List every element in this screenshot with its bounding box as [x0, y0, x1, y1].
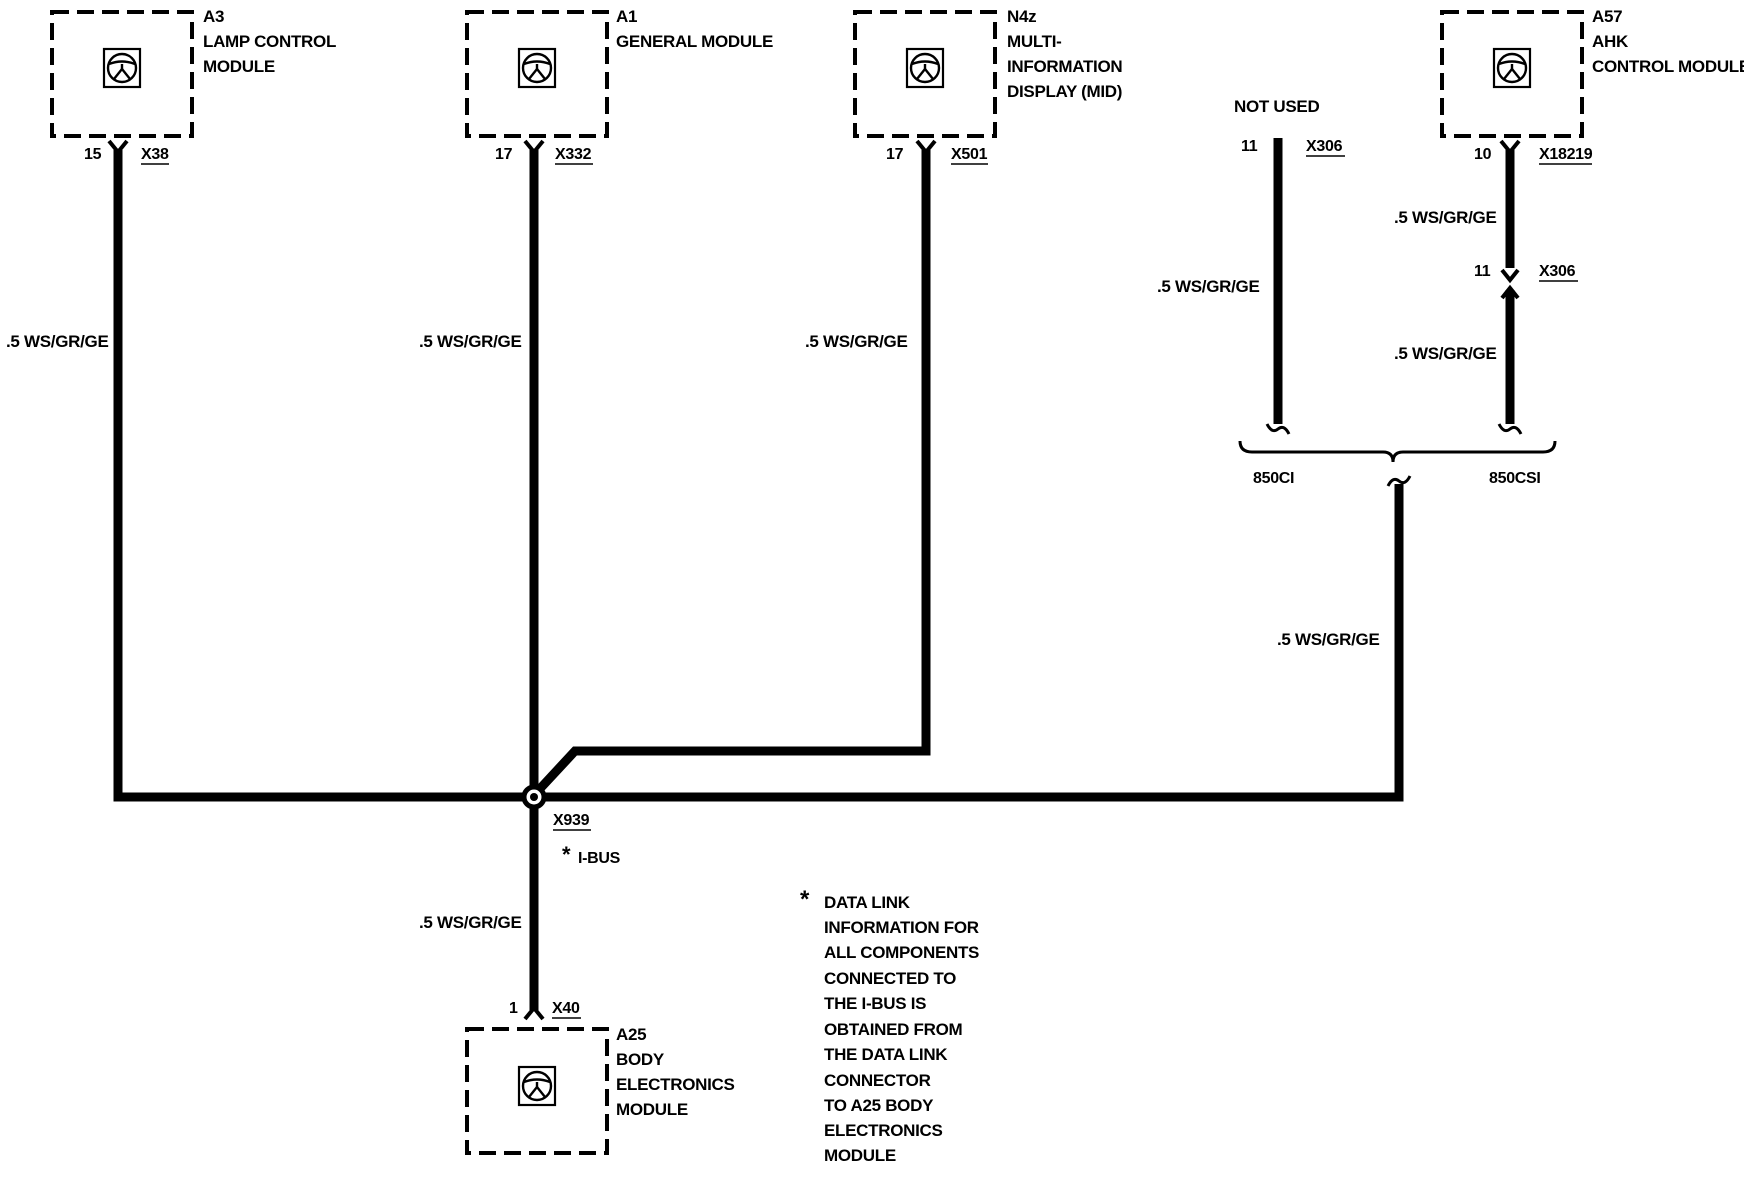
connector-a1: 17 X332 [495, 146, 593, 165]
note-line: MODULE [824, 1146, 896, 1165]
pin-number: 10 [1474, 146, 1492, 163]
module-a25-name-line3: MODULE [616, 1100, 688, 1119]
module-wheel-icon [905, 47, 945, 89]
module-wheel-icon [1492, 47, 1532, 89]
pin-number: 15 [84, 146, 102, 163]
wire-label-a57-lower: .5 WS/GR/GE [1394, 344, 1497, 363]
pin-number: 11 [1474, 263, 1491, 280]
bus-star-icon: * [562, 842, 571, 867]
connector-label: X306 [1539, 263, 1576, 280]
module-n4z-name-line3: DISPLAY (MID) [1007, 82, 1122, 101]
note-line: ALL COMPONENTS [824, 943, 979, 962]
module-a3-name-line1: LAMP CONTROL [203, 32, 336, 51]
wire-trunk-right [534, 475, 1412, 802]
connector-inline-x306: 11 X306 [1474, 263, 1578, 282]
pin-number: 17 [886, 146, 904, 163]
wire-not-used [1265, 138, 1291, 435]
module-a57-id: A57 [1592, 7, 1622, 26]
note-line: CONNECTOR [824, 1071, 931, 1090]
module-n4z-id: N4z [1007, 7, 1036, 26]
module-n4z-box [853, 10, 997, 138]
pin-number: 1 [509, 1000, 518, 1017]
module-a25-box [465, 1027, 609, 1155]
wire-a3 [107, 139, 534, 802]
not-used-label: NOT USED [1234, 97, 1319, 116]
module-a1-box [465, 10, 609, 138]
connector-a25: 1 X40 [509, 1000, 581, 1019]
module-n4z-name-line1: MULTI- [1007, 32, 1062, 51]
connector-label: X40 [552, 1000, 580, 1017]
module-a57-name-line1: AHK [1592, 32, 1629, 51]
connector-label: X306 [1306, 138, 1343, 155]
note-line: TO A25 BODY [824, 1096, 934, 1115]
wire-a1 [523, 139, 545, 797]
module-wheel-icon [517, 1065, 557, 1107]
bus-label: I-BUS [578, 850, 621, 867]
variant-label-850ci: 850CI [1253, 470, 1294, 487]
module-a25: A25 BODY ELECTRONICS MODULE [465, 1025, 735, 1155]
note-line: ELECTRONICS [824, 1121, 943, 1140]
wire-label-a3: .5 WS/GR/GE [6, 332, 109, 351]
connector-label: X501 [951, 146, 988, 163]
note-line: CONNECTED TO [824, 969, 956, 988]
pin-number: 11 [1241, 138, 1258, 155]
connector-not-used: NOT USED 11 X306 [1234, 97, 1345, 157]
module-n4z: N4z MULTI- INFORMATION DISPLAY (MID) [853, 7, 1123, 138]
variant-label-850csi: 850CSI [1489, 470, 1541, 487]
wire-label-n4z: .5 WS/GR/GE [805, 332, 908, 351]
data-link-note: * DATA LINK INFORMATION FOR ALL COMPONEN… [800, 886, 979, 1165]
wire-n4z [532, 139, 937, 797]
note-line: INFORMATION FOR [824, 918, 979, 937]
connector-a57: 10 X18219 [1474, 146, 1593, 165]
splice-x939: X939 * I-BUS [521, 784, 621, 867]
wire-label-a25: .5 WS/GR/GE [419, 913, 522, 932]
pin-number: 17 [495, 146, 513, 163]
module-a3-id: A3 [203, 7, 224, 26]
wire-label-a57-upper: .5 WS/GR/GE [1394, 208, 1497, 227]
connector-a3: 15 X38 [84, 146, 169, 165]
note-line: THE DATA LINK [824, 1045, 948, 1064]
module-a3: A3 LAMP CONTROL MODULE [50, 7, 336, 138]
note-line: DATA LINK [824, 893, 911, 912]
variant-brace [1238, 440, 1557, 463]
module-a57: A57 AHK CONTROL MODULE [1440, 7, 1744, 138]
module-a57-name-line2: CONTROL MODULE [1592, 57, 1744, 76]
wire-label-trunk: .5 WS/GR/GE [1277, 630, 1380, 649]
module-a57-box [1440, 10, 1584, 138]
module-a1-name-line1: GENERAL MODULE [616, 32, 773, 51]
module-a1-id: A1 [616, 7, 637, 26]
wire-a25 [523, 797, 545, 1021]
connector-label: X18219 [1539, 146, 1593, 163]
module-a1: A1 GENERAL MODULE [465, 7, 773, 138]
module-a25-name-line1: BODY [616, 1050, 665, 1069]
module-a25-name-line2: ELECTRONICS [616, 1075, 735, 1094]
module-wheel-icon [102, 47, 142, 89]
note-star-icon: * [800, 886, 810, 913]
wire-label-a1: .5 WS/GR/GE [419, 332, 522, 351]
connector-label: X332 [555, 146, 592, 163]
note-line: OBTAINED FROM [824, 1020, 963, 1039]
splice-connector-label: X939 [553, 812, 590, 829]
module-wheel-icon [517, 47, 557, 89]
wire-a57 [1497, 139, 1523, 435]
wire-label-not-used: .5 WS/GR/GE [1157, 277, 1260, 296]
module-a3-box [50, 10, 194, 138]
module-a3-name-line2: MODULE [203, 57, 275, 76]
module-n4z-name-line2: INFORMATION [1007, 57, 1122, 76]
module-a25-id: A25 [616, 1025, 646, 1044]
connector-n4z: 17 X501 [886, 146, 988, 165]
note-line: THE I-BUS IS [824, 994, 926, 1013]
connector-label: X38 [141, 146, 169, 163]
